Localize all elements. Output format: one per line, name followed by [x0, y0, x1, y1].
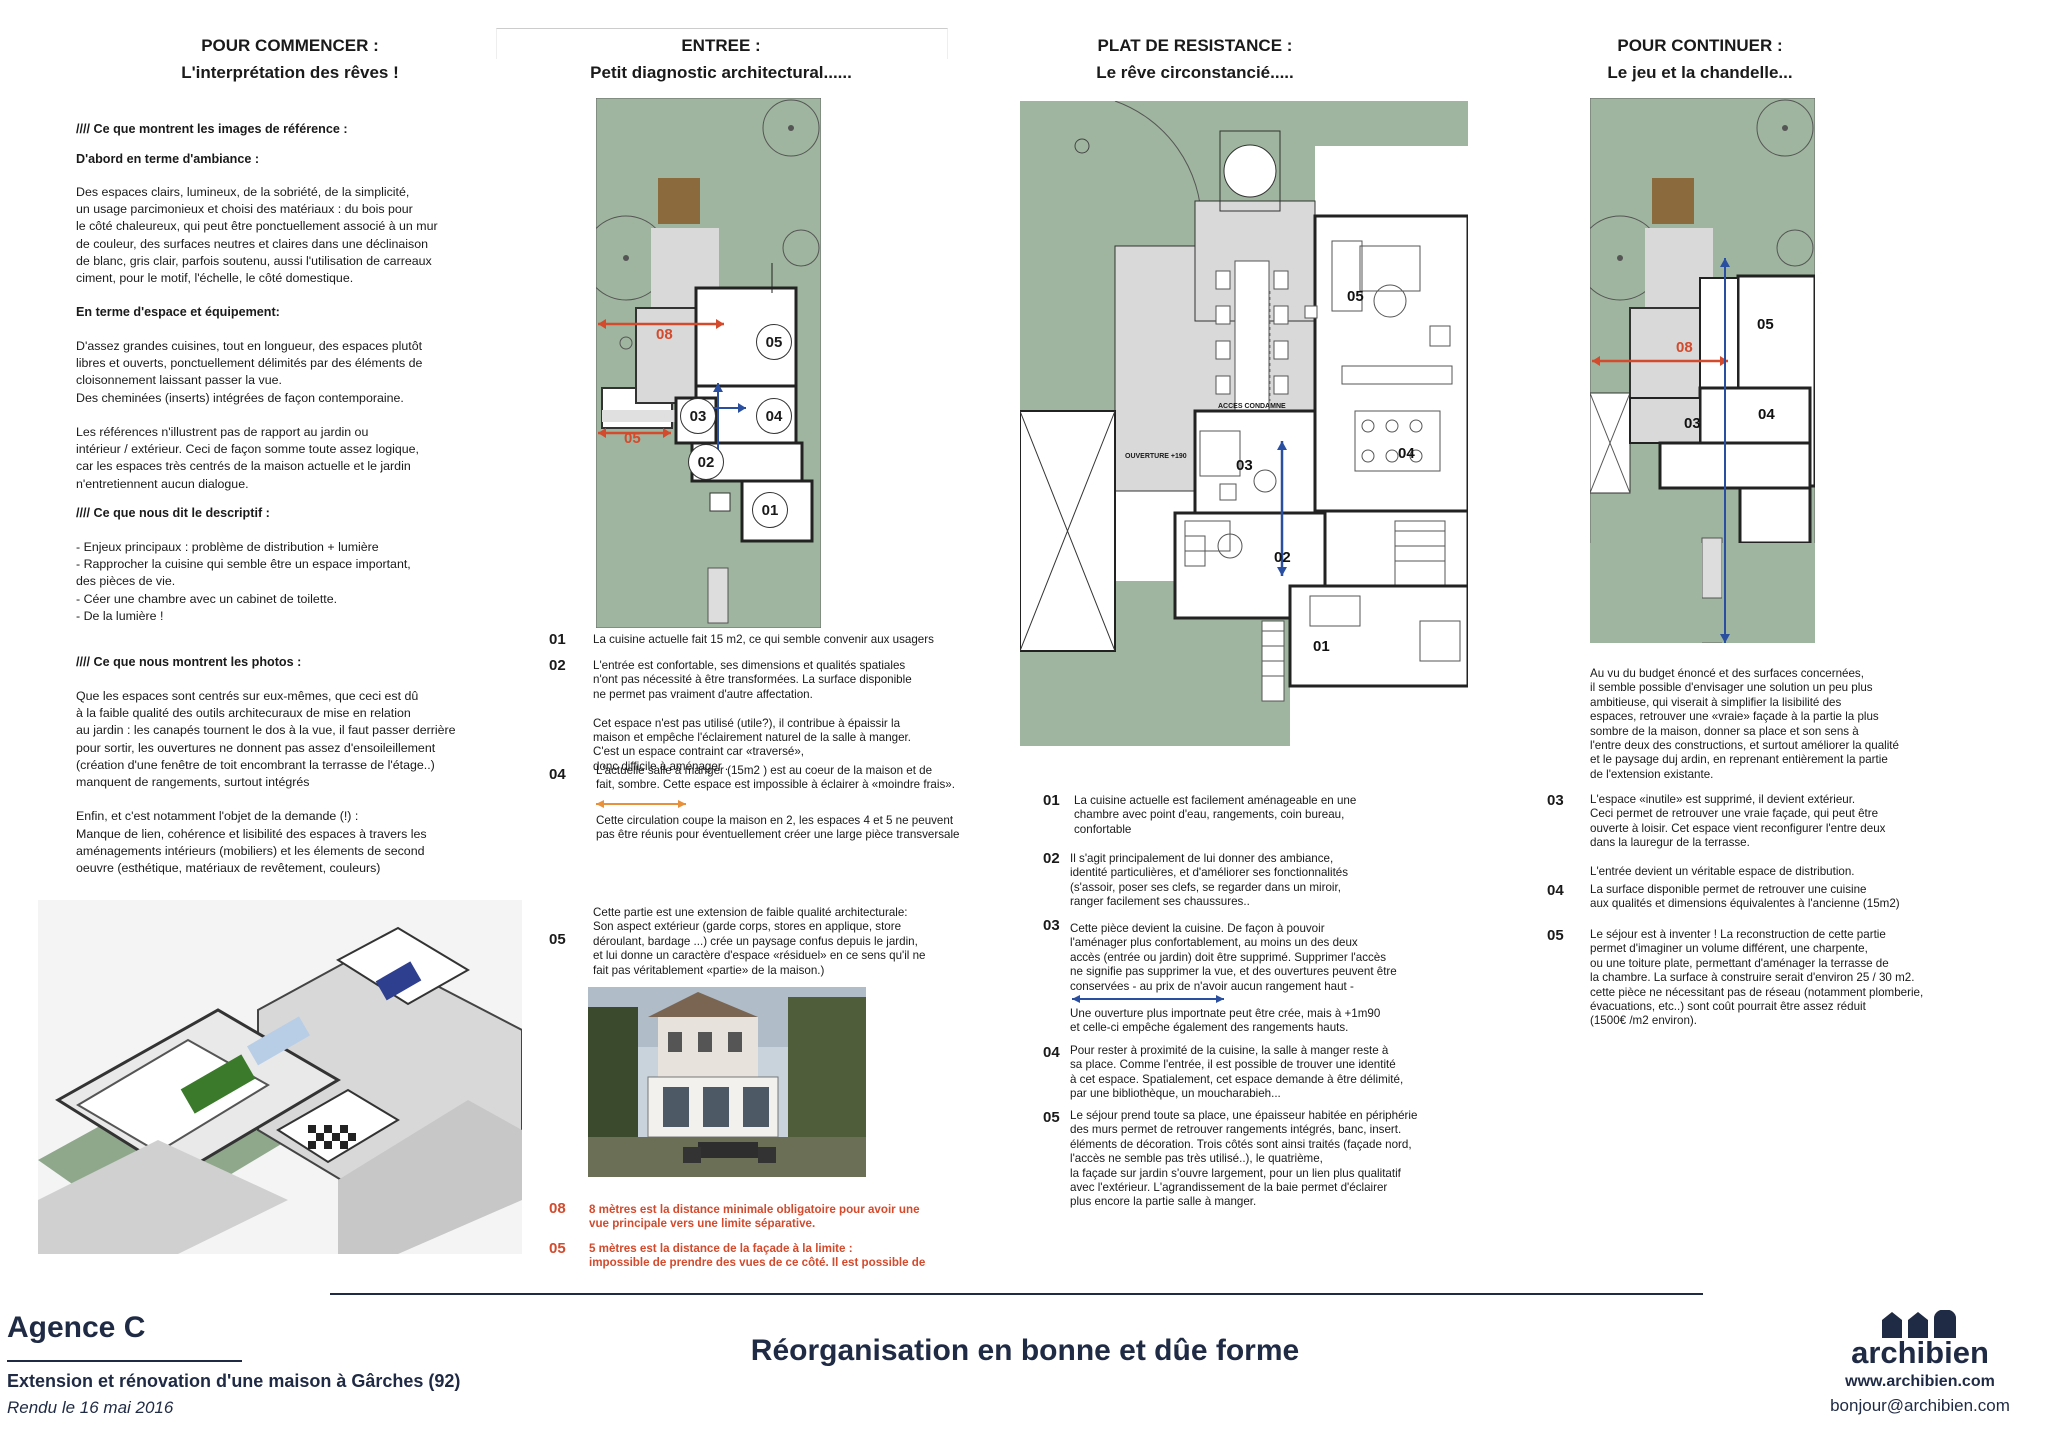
house-photo	[588, 987, 866, 1177]
col2-dim-05: 05	[624, 430, 641, 447]
brand-name: archibien	[1851, 1335, 1989, 1370]
col4-title-line2: Le jeu et la chandelle...	[1607, 63, 1793, 82]
col4-note4-num: 04	[1547, 882, 1564, 899]
col3-room-03: 03	[1236, 457, 1253, 474]
col3-title: PLAT DE RESISTANCE : Le rêve circonstanc…	[1030, 32, 1360, 86]
col2-circ-text: Cette circulation coupe la maison en 2, …	[596, 814, 960, 842]
col3-note1-num: 01	[1043, 792, 1060, 809]
col1-s4-head: //// Ce que nous montrent les photos :	[76, 655, 302, 669]
col3-blue-arrow	[1070, 992, 1226, 1004]
col3-ouverture-text: Une ouverture plus importnate peut être …	[1070, 1007, 1381, 1035]
col1-s2-head: En terme d'espace et équipement:	[76, 305, 280, 319]
col4-room-04: 04	[1758, 406, 1775, 423]
col2-note4-num: 04	[549, 766, 566, 783]
col4-note3-num: 03	[1547, 792, 1564, 809]
col1-title-line2: L'interprétation des rêves !	[181, 63, 399, 82]
col3-note1-text: La cuisine actuelle est facilement aména…	[1074, 794, 1357, 836]
col4-dim-08: 08	[1676, 339, 1693, 356]
col2-floor-plan: 08 05 05 04 03 02 01	[583, 97, 822, 629]
axonometric-3d-view	[38, 900, 523, 1254]
col4-room-05: 05	[1757, 316, 1774, 333]
col2-room-02: 02	[688, 444, 724, 480]
col3-title-line1: PLAT DE RESISTANCE :	[1097, 36, 1293, 55]
col3-note5-text: Le séjour prend toute sa place, une épai…	[1070, 1109, 1418, 1209]
footer-rule	[330, 1293, 1703, 1295]
col3-room-04: 04	[1398, 445, 1415, 462]
col1-s1-sub: D'abord en terme d'ambiance :	[76, 152, 260, 166]
col3-note4-text: Pour rester à proximité de la cuisine, l…	[1070, 1044, 1404, 1101]
col4-note4-text: La surface disponible permet de retrouve…	[1590, 883, 1900, 911]
col2-room-03: 03	[680, 398, 716, 434]
col4-note3-text: L'espace «inutile» est supprimé, il devi…	[1590, 793, 1886, 879]
project-subtitle: Extension et rénovation d'une maison à G…	[7, 1371, 461, 1391]
brand-email[interactable]: bonjour@archibien.com	[1830, 1396, 2010, 1415]
col3-ouverture-label: OUVERTURE +190	[1125, 453, 1187, 460]
col2-title-line2: Petit diagnostic architectural......	[590, 63, 852, 82]
col2-note2-num: 02	[549, 657, 566, 674]
col2-note1-text: La cuisine actuelle fait 15 m2, ce qui s…	[593, 633, 934, 646]
col2-red-num1: 08	[549, 1200, 566, 1217]
col1-title: POUR COMMENCER : L'interprétation des rê…	[165, 32, 415, 86]
agency-underline	[7, 1360, 242, 1362]
col2-note5-text: Cette partie est une extension de faible…	[593, 906, 926, 977]
col4-note5-text: Le séjour est à inventer ! La reconstruc…	[1590, 928, 1924, 1028]
col3-title-line2: Le rêve circonstancié.....	[1096, 63, 1294, 82]
col1-s3-head: //// Ce que nous dit le descriptif :	[76, 506, 270, 520]
col3-room-01: 01	[1313, 638, 1330, 655]
col3-room-02: 02	[1274, 549, 1291, 566]
col2-room-05: 05	[756, 324, 792, 360]
col3-note2-num: 02	[1043, 850, 1060, 867]
col2-title-box	[496, 28, 948, 59]
col2-note5-num: 05	[549, 931, 566, 948]
col2-note1-num: 01	[549, 631, 566, 648]
col3-floor-plan: ACCES CONDAMNE OUVERTURE +190 05 04 03 0…	[1019, 100, 1470, 746]
col2-red-text1: 8 mètres est la distance minimale obliga…	[589, 1203, 920, 1231]
col1-s3-text: - Enjeux principaux : problème de distri…	[76, 540, 411, 623]
col4-title-line1: POUR CONTINUER :	[1617, 36, 1783, 55]
agency-name: Agence C	[7, 1311, 146, 1344]
col2-room-04: 04	[756, 398, 792, 434]
col2-title: ENTREE : Petit diagnostic architectural.…	[546, 32, 896, 86]
col2-room-01: 01	[752, 492, 788, 528]
col2-note4-text: L'actuelle salle à manger (15m2 ) est au…	[596, 764, 955, 792]
col3-note3-text: Cette pièce devient la cuisine. De façon…	[1070, 922, 1397, 993]
col2-red-text2: 5 mètres est la distance de la façade à …	[589, 1242, 926, 1270]
col4-intro: Au vu du budget énoncé et des surfaces c…	[1590, 667, 1899, 781]
col2-red-num2: 05	[549, 1240, 566, 1257]
main-title: Réorganisation en bonne et dûe forme	[750, 1334, 1300, 1367]
col3-acces-condamne: ACCES CONDAMNE	[1218, 403, 1286, 410]
col3-note4-num: 04	[1043, 1044, 1060, 1061]
col1-s2-text: D'assez grandes cuisines, tout en longue…	[76, 339, 423, 491]
render-date: Rendu le 16 mai 2016	[7, 1398, 174, 1417]
col3-note3-num: 03	[1043, 917, 1060, 934]
col1-s1-text: Des espaces clairs, lumineux, de la sobr…	[76, 185, 438, 286]
brand-website[interactable]: www.archibien.com	[1845, 1373, 1995, 1390]
col3-room-05: 05	[1347, 288, 1364, 305]
col4-floor-plan: 08 05 04 03	[1577, 97, 1817, 644]
col2-dim-08: 08	[656, 326, 673, 343]
col1-s4-text: Que les espaces sont centrés sur eux-mêm…	[76, 689, 456, 876]
col4-title: POUR CONTINUER : Le jeu et la chandelle.…	[1540, 32, 1860, 86]
col3-note2-text: Il s'agit principalement de lui donner d…	[1070, 852, 1349, 909]
archibien-logo-icon	[1880, 1309, 1960, 1338]
col1-s1-head: //// Ce que montrent les images de référ…	[76, 122, 348, 136]
col2-orange-arrow	[594, 797, 688, 809]
col4-note5-num: 05	[1547, 927, 1564, 944]
col2-title-line1: ENTREE :	[681, 36, 761, 55]
col3-note5-num: 05	[1043, 1109, 1060, 1126]
col1-title-line1: POUR COMMENCER :	[201, 36, 379, 55]
col2-note2-text: L'entrée est confortable, ses dimensions…	[593, 659, 912, 773]
col4-room-03: 03	[1684, 415, 1701, 432]
